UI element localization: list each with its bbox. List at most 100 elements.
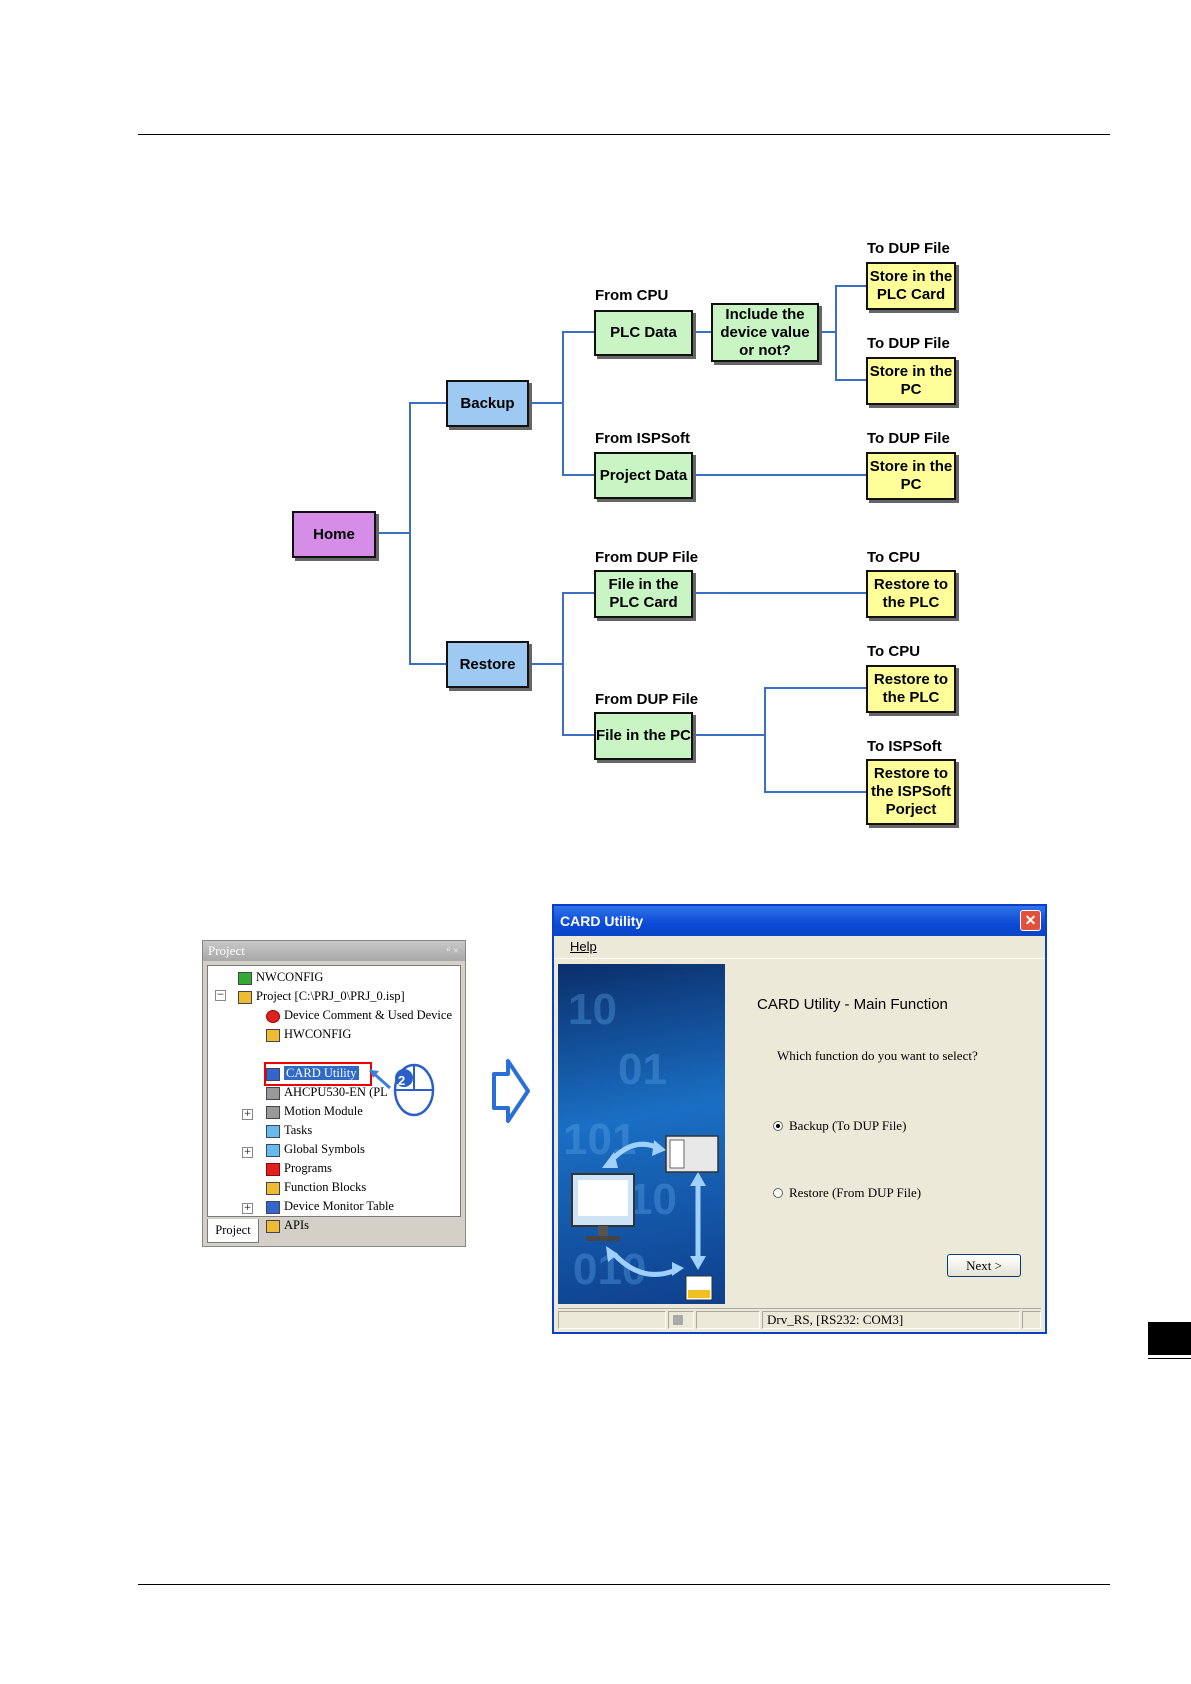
tree-item-tasks[interactable]: Tasks: [266, 1121, 312, 1140]
store-in-pc-node-1: Store in the PC: [866, 357, 956, 405]
from-dup-file-label-2: From DUP File: [595, 691, 699, 708]
tree-item-cpu[interactable]: AHCPU530-EN (PL: [266, 1083, 388, 1102]
backup-restore-flowchart: Home Backup Restore From CPU PLC Data In…: [292, 240, 956, 825]
restore-to-ispsoft-node: Restore to the ISPSoft Porject: [866, 759, 956, 825]
function-blocks-icon: [266, 1181, 280, 1195]
connector-include-pc: [835, 332, 866, 381]
file-in-pc-node: File in the PC: [594, 712, 693, 760]
to-ispsoft-label: To ISPSoft: [867, 738, 942, 755]
status-segment-5: [1022, 1311, 1041, 1329]
tab-project[interactable]: Project: [207, 1219, 259, 1243]
status-segment-2: [668, 1311, 694, 1329]
connector-restore-pcfile: [562, 664, 594, 736]
dialog-menubar: Help: [554, 936, 1045, 959]
connector-home-restore: [409, 533, 446, 665]
status-segment-3: [696, 1311, 760, 1329]
motion-module-icon: [266, 1105, 280, 1119]
to-dup-file-label-1: To DUP File: [867, 240, 950, 257]
status-segment-1: [558, 1311, 666, 1329]
network-config-icon: [238, 971, 252, 985]
card-utility-icon: [266, 1067, 280, 1081]
from-ispsoft-label: From ISPSoft: [595, 430, 691, 447]
tree-item-apis[interactable]: APIs: [266, 1216, 309, 1235]
card-utility-highlight: [264, 1062, 372, 1086]
flowchart-connectors: [376, 285, 866, 793]
device-monitor-icon: [266, 1200, 280, 1214]
to-dup-file-label-2: To DUP File: [867, 335, 950, 352]
radio-selected-icon: [773, 1121, 783, 1131]
double-click-badge: 2: [398, 1073, 406, 1088]
project-data-node: Project Data: [594, 452, 693, 499]
connector-backup-plcdata: [529, 331, 594, 404]
connector-backup-projectdata: [562, 403, 594, 476]
restore-to-plc-node-2: Restore to the PLC: [866, 665, 956, 713]
dialog-main-panel: CARD Utility - Main Function Which funct…: [727, 964, 1041, 1304]
tree-item-hwconfig[interactable]: HWCONFIG: [266, 1025, 351, 1044]
svg-text:01: 01: [618, 1045, 667, 1094]
to-cpu-label-1: To CPU: [867, 549, 921, 566]
chapter-tab-marker: [1148, 1322, 1191, 1358]
apis-icon: [266, 1219, 280, 1233]
status-connection-text: Drv_RS, [RS232: COM3]: [762, 1311, 1020, 1329]
backup-radio-label: Backup (To DUP File): [789, 1118, 907, 1133]
home-node: Home: [292, 511, 376, 558]
connector-restore-plccardfile: [529, 592, 594, 665]
panel-controls[interactable]: ᵈ ×: [446, 945, 459, 957]
tree-item-device-monitor-table[interactable]: Device Monitor Table: [266, 1197, 394, 1216]
backup-node: Backup: [446, 380, 529, 427]
tree-item-device-comment[interactable]: Device Comment & Used Device: [266, 1006, 452, 1025]
restore-to-plc-node-1: Restore to the PLC: [866, 570, 956, 618]
restore-node: Restore: [446, 641, 529, 688]
store-in-plc-card-node: Store in the PLC Card: [866, 262, 956, 310]
tree-item-function-blocks[interactable]: Function Blocks: [266, 1178, 366, 1197]
to-dup-file-label-3: To DUP File: [867, 430, 950, 447]
tree-item-nwconfig[interactable]: NWCONFIG: [238, 968, 323, 987]
tree-item-project[interactable]: Project [C:\PRJ_0\PRJ_0.isp]: [238, 987, 405, 1006]
project-panel-titlebar: Project ᵈ ×: [203, 941, 465, 961]
hardware-config-icon: [266, 1028, 280, 1042]
tasks-icon: [266, 1124, 280, 1138]
cpu-icon: [266, 1086, 280, 1100]
close-button[interactable]: ✕: [1020, 910, 1041, 931]
radio-unselected-icon: [773, 1188, 783, 1198]
connector-pcfile-plc: [693, 687, 866, 736]
to-cpu-label-2: To CPU: [867, 643, 921, 660]
bottom-rule: [138, 1584, 1110, 1585]
include-device-value-node: Include the device value or not?: [711, 303, 819, 362]
expand-apis-toggle[interactable]: +: [242, 1203, 253, 1214]
tree-item-programs[interactable]: Programs: [266, 1159, 332, 1178]
backup-radio[interactable]: Backup (To DUP File): [773, 1118, 906, 1134]
restore-radio-label: Restore (From DUP File): [789, 1185, 922, 1200]
from-dup-file-label-1: From DUP File: [595, 549, 699, 566]
svg-text:101: 101: [563, 1115, 636, 1164]
svg-text:10: 10: [628, 1175, 677, 1224]
store-in-pc-node-2: Store in the PC: [866, 452, 956, 500]
global-symbols-icon: [266, 1143, 280, 1157]
dialog-title: CARD Utility: [560, 913, 644, 929]
connector-pcfile-ispsoft: [764, 735, 866, 793]
status-indicator-icon: [673, 1315, 683, 1325]
menu-help[interactable]: Help: [570, 939, 597, 954]
tree-item-card-utility[interactable]: CARD Utility: [266, 1064, 359, 1083]
restore-radio[interactable]: Restore (From DUP File): [773, 1185, 921, 1201]
next-button[interactable]: Next >: [947, 1254, 1021, 1277]
file-in-plc-card-node: File in the PLC Card: [594, 570, 693, 618]
project-panel-title: Project: [208, 943, 245, 958]
tree-item-global-symbols[interactable]: Global Symbols: [266, 1140, 365, 1159]
device-comment-icon: [266, 1009, 280, 1023]
expand-programs-toggle[interactable]: +: [242, 1147, 253, 1158]
svg-text:10: 10: [568, 985, 617, 1034]
expand-tasks-toggle[interactable]: +: [242, 1109, 253, 1120]
collapse-project-toggle[interactable]: −: [215, 990, 226, 1001]
project-icon: [238, 990, 252, 1004]
dialog-titlebar: CARD Utility ✕: [554, 906, 1045, 936]
project-panel: Project ᵈ × − + + + NWCONFIG Project [C:…: [202, 940, 466, 1247]
programs-icon: [266, 1162, 280, 1176]
dialog-heading: CARD Utility - Main Function: [757, 996, 948, 1013]
tree-item-motion-module[interactable]: Motion Module: [266, 1102, 363, 1121]
top-rule: [138, 134, 1110, 135]
plc-data-node: PLC Data: [594, 310, 693, 356]
chapter-tab-rule: [1148, 1358, 1191, 1359]
